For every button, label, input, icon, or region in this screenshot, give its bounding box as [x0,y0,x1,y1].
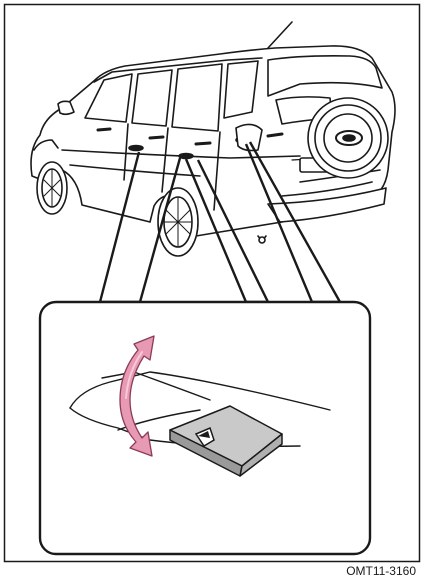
figure-code: OMT11-3160 [346,564,416,578]
